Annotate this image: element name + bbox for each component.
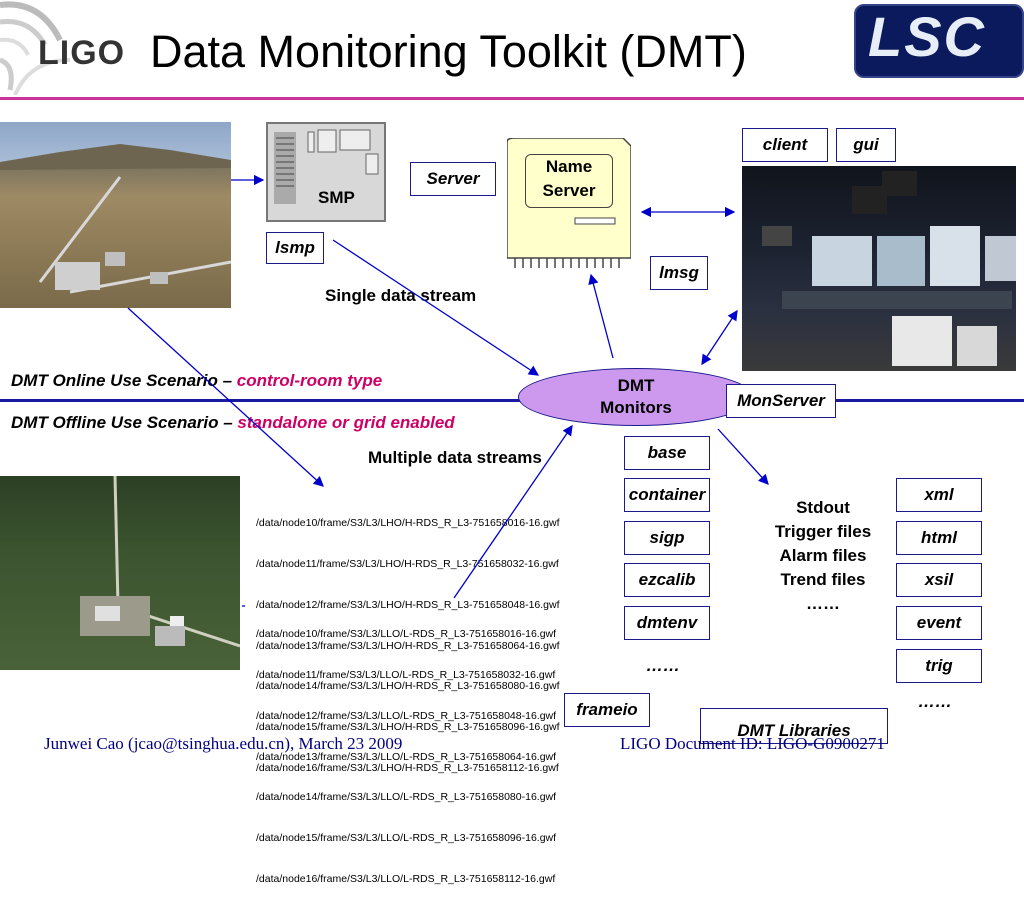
dmt-libraries-box: DMT Libraries xyxy=(700,708,888,744)
client-box: client xyxy=(742,128,828,162)
lib-right-ellipsis: …… xyxy=(918,692,952,711)
lib-xml-box: xml xyxy=(896,478,982,512)
monserver-box: MonServer xyxy=(726,384,836,418)
dmt-monitors-node: DMT Monitors xyxy=(518,368,754,426)
llo-file: /data/node10/frame/S3/L3/LLO/L-RDS_R_L3-… xyxy=(256,628,557,641)
arrow-lho-to-files xyxy=(127,307,324,487)
lib-ezcalib-box: ezcalib xyxy=(624,563,710,597)
arrow-monitors-to-outputs xyxy=(717,428,769,485)
lib-base-box: base xyxy=(624,436,710,470)
lho-file: /data/node10/frame/S3/L3/LHO/H-RDS_R_L3-… xyxy=(256,517,560,530)
lsc-logo-text: LSC xyxy=(868,5,986,68)
scenario-divider xyxy=(0,399,1024,402)
name-server-label: Name Server xyxy=(525,154,613,208)
output-stdout: Stdout xyxy=(796,498,850,517)
name-server-line-1: Name xyxy=(545,157,593,176)
lib-sigp-box: sigp xyxy=(624,521,710,555)
lsc-logo: LSC xyxy=(854,4,1024,78)
ligo-logo-text: LIGO xyxy=(38,34,126,72)
lib-container-box: container xyxy=(624,478,710,512)
ligo-logo: LIGO xyxy=(0,0,135,96)
outputs-list: Stdout Trigger files Alarm files Trend f… xyxy=(752,496,894,616)
llo-file: /data/node15/frame/S3/L3/LLO/L-RDS_R_L3-… xyxy=(256,832,557,845)
lib-frameio-box: frameio xyxy=(564,693,650,727)
gui-box: gui xyxy=(836,128,896,162)
dmt-monitors-line-1: DMT xyxy=(617,376,655,395)
lho-site-photo xyxy=(0,122,231,308)
lho-file: /data/node14/frame/S3/L3/LHO/H-RDS_R_L3-… xyxy=(256,680,560,693)
arrow-monitors-to-nameserver xyxy=(588,273,614,359)
online-scenario-prefix: DMT Online Use Scenario – xyxy=(11,371,237,390)
llo-site-photo xyxy=(0,476,240,670)
lib-left-ellipsis: …… xyxy=(646,656,680,675)
offline-scenario-prefix: DMT Offline Use Scenario – xyxy=(11,413,238,432)
lib-trig-box: trig xyxy=(896,649,982,683)
online-scenario-highlight: control-room type xyxy=(236,371,383,390)
page-title: Data Monitoring Toolkit (DMT) xyxy=(150,26,747,77)
name-server-machine: Name Server xyxy=(506,137,632,268)
offline-scenario-label: DMT Offline Use Scenario – standalone or… xyxy=(11,413,455,433)
lho-file: /data/node12/frame/S3/L3/LHO/H-RDS_R_L3-… xyxy=(256,598,560,611)
offline-scenario-highlight: standalone or grid enabled xyxy=(237,413,455,432)
lib-xsil-box: xsil xyxy=(896,563,982,597)
ligo-swirl-icon xyxy=(0,1,71,96)
lsmp-box: lsmp xyxy=(266,232,324,264)
online-scenario-label: DMT Online Use Scenario – control-room t… xyxy=(11,371,382,391)
llo-file: /data/node12/frame/S3/L3/LLO/L-RDS_R_L3-… xyxy=(256,709,557,722)
arrow-monserver-to-control-room xyxy=(701,309,738,366)
llo-file: /data/node14/frame/S3/L3/LLO/L-RDS_R_L3-… xyxy=(256,791,557,804)
llo-file: /data/node11/frame/S3/L3/LLO/L-RDS_R_L3-… xyxy=(256,668,556,681)
name-server-line-2: Server xyxy=(542,181,596,200)
lmsg-box: lmsg xyxy=(650,256,708,290)
output-trend-files: Trend files xyxy=(780,570,866,589)
lib-event-box: event xyxy=(896,606,982,640)
output-ellipsis: …… xyxy=(806,594,840,613)
smp-label: SMP xyxy=(318,188,355,207)
control-room-photo xyxy=(742,166,1016,371)
connection-arrows xyxy=(127,174,769,607)
arrow-lsmp-to-monitors xyxy=(332,239,540,376)
footer-document-id: LIGO Document ID: LIGO-G0900271 xyxy=(620,734,885,753)
arrow-files-to-monitors xyxy=(453,424,573,599)
footer-author: Junwei Cao (jcao@tsinghua.edu.cn), March… xyxy=(44,734,403,753)
server-box: Server xyxy=(410,162,496,196)
title-rule xyxy=(0,97,1024,100)
lho-file: /data/node13/frame/S3/L3/LHO/H-RDS_R_L3-… xyxy=(256,639,560,652)
output-alarm-files: Alarm files xyxy=(779,546,867,565)
output-trigger-files: Trigger files xyxy=(774,522,872,541)
lho-file: /data/node11/frame/S3/L3/LHO/H-RDS_R_L3-… xyxy=(256,557,559,570)
smp-machine: SMP xyxy=(266,122,386,222)
lib-dmtenv-box: dmtenv xyxy=(624,606,710,640)
llo-file: /data/node13/frame/S3/L3/LLO/L-RDS_R_L3-… xyxy=(256,750,557,763)
lib-html-box: html xyxy=(896,521,982,555)
lho-file: /data/node15/frame/S3/L3/LHO/H-RDS_R_L3-… xyxy=(256,721,560,734)
single-stream-label: Single data stream xyxy=(325,286,477,305)
dmt-monitors-line-2: Monitors xyxy=(600,398,672,417)
multiple-streams-label: Multiple data streams xyxy=(368,448,542,467)
llo-file: /data/node16/frame/S3/L3/LLO/L-RDS_R_L3-… xyxy=(256,872,556,885)
